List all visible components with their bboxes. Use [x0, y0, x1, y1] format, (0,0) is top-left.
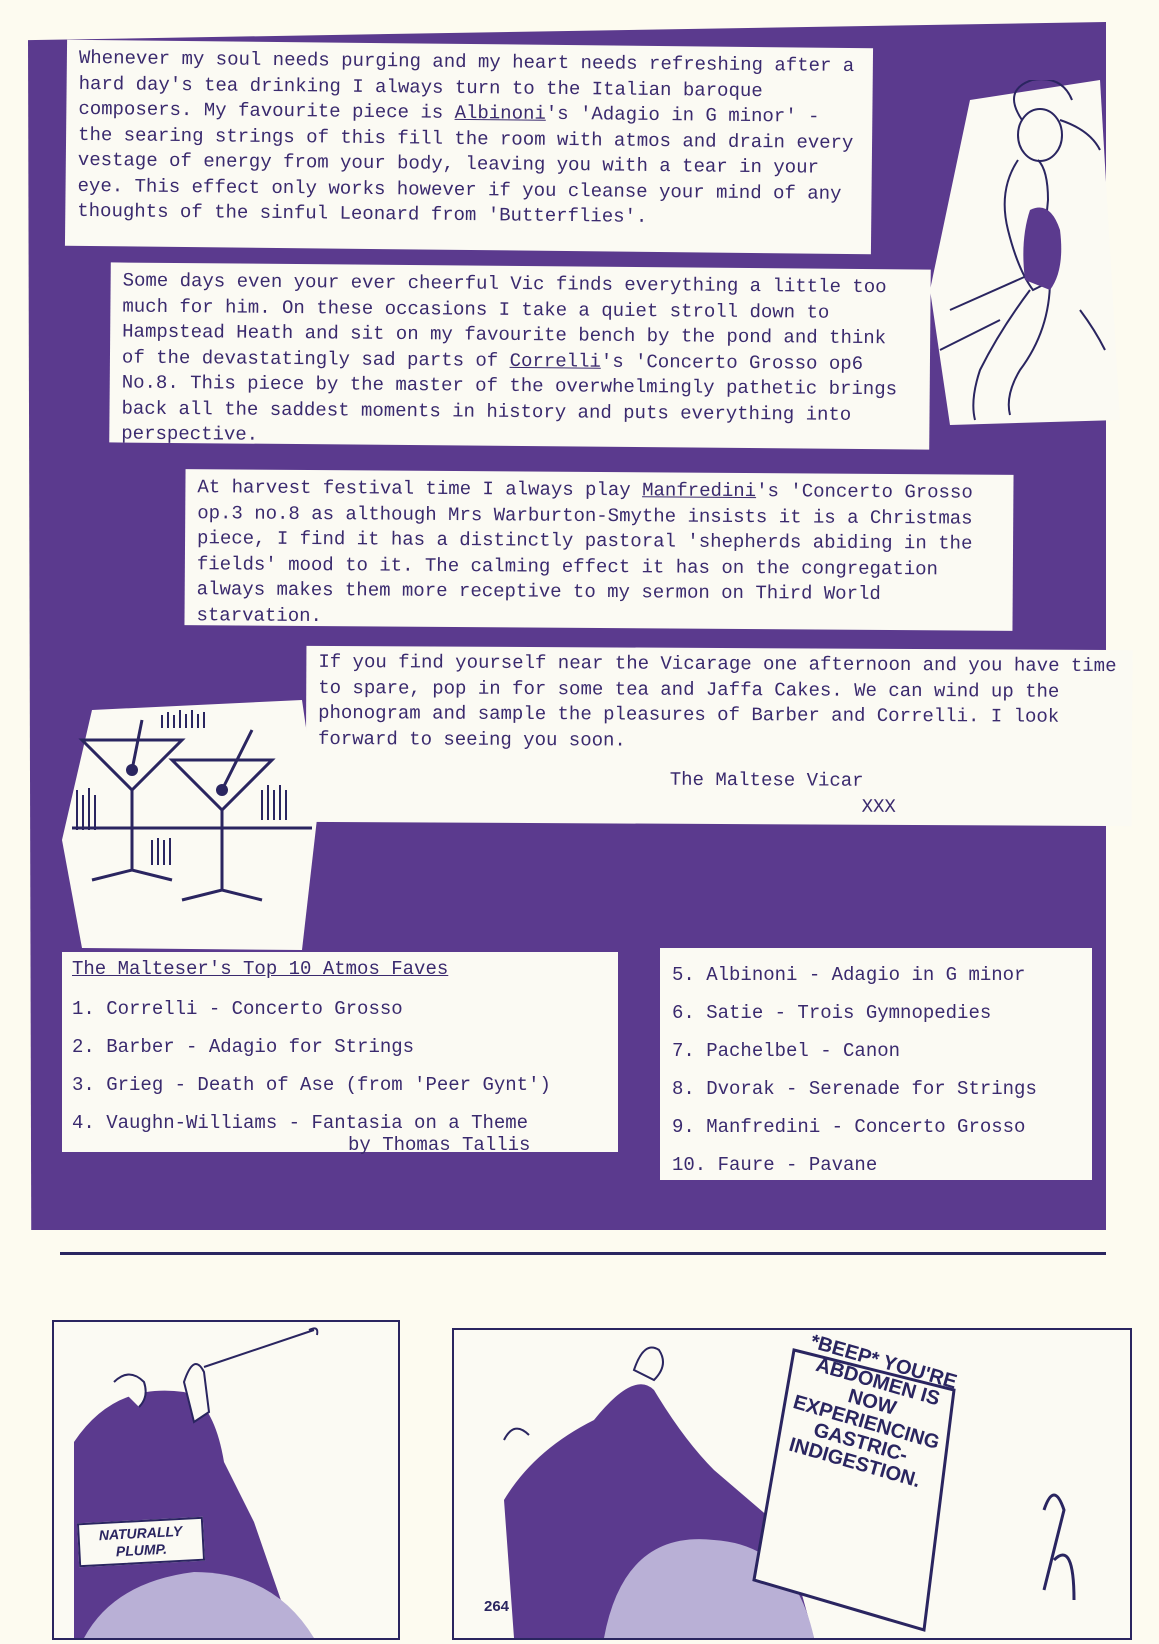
- list-item: 4. Vaughn-Williams - Fantasia on a Theme: [72, 1112, 529, 1134]
- paragraph-4-text: If you find yourself near the Vicarage o…: [317, 650, 1117, 752]
- letter-paragraph-4: If you find yourself near the Vicarage o…: [305, 645, 1133, 827]
- indigestion-cartoon: *BEEP* YOU'RE ABDOMEN IS NOW EXPERIENCIN…: [452, 1328, 1132, 1640]
- horizontal-divider: [60, 1252, 1106, 1255]
- list-item: 6. Satie - Trois Gymnopedies: [672, 1002, 992, 1024]
- smoker-cartoon-drawing: [74, 1327, 319, 1638]
- pinup-woman-illustration: [930, 80, 1120, 425]
- cartoon-caption: NATURALLY PLUMP.: [76, 1516, 206, 1568]
- top10-title: The Malteser's Top 10 Atmos Faves: [72, 958, 449, 980]
- top10-list-left: The Malteser's Top 10 Atmos Faves 1. Cor…: [62, 952, 618, 1156]
- paragraph-3-text-a: At harvest festival time I always play: [197, 476, 643, 502]
- letter-paragraph-3: At harvest festival time I always play M…: [184, 469, 1014, 631]
- list-item: 9. Manfredini - Concerto Grosso: [672, 1116, 1026, 1138]
- composer-correlli: Correlli: [509, 349, 601, 373]
- cocktail-glasses-illustration: [62, 700, 318, 950]
- smoker-cartoon: NATURALLY PLUMP.: [52, 1320, 400, 1640]
- kisses: XXX: [861, 795, 896, 818]
- page-number: 264: [484, 1598, 510, 1615]
- list-item-continuation: by Thomas Tallis: [348, 1134, 531, 1156]
- list-item: 7. Pachelbel - Canon: [672, 1040, 901, 1062]
- list-item: 3. Grieg - Death of Ase (from 'Peer Gynt…: [72, 1074, 551, 1096]
- indigestion-cartoon-drawing: [503, 1346, 1076, 1638]
- paragraph-3-text-b: 's 'Concerto Grosso op.3 no.8 as althoug…: [196, 480, 973, 627]
- list-item: 1. Correlli - Concerto Grosso: [72, 998, 403, 1020]
- composer-manfredini: Manfredini: [642, 479, 757, 503]
- list-item: 2. Barber - Adagio for Strings: [72, 1036, 415, 1058]
- top10-list-right: 5. Albinoni - Adagio in G minor 6. Satie…: [660, 948, 1092, 1180]
- letter-paragraph-2: Some days even your ever cheerful Vic fi…: [109, 262, 931, 450]
- list-item: 10. Faure - Pavane: [672, 1154, 878, 1176]
- artist-signature: [1042, 1493, 1076, 1601]
- list-item: 5. Albinoni - Adagio in G minor: [672, 964, 1026, 986]
- composer-albinoni: Albinoni: [454, 101, 546, 125]
- letter-paragraph-1: Whenever my soul needs purging and my he…: [64, 39, 874, 255]
- list-item: 8. Dvorak - Serenade for Strings: [672, 1078, 1037, 1100]
